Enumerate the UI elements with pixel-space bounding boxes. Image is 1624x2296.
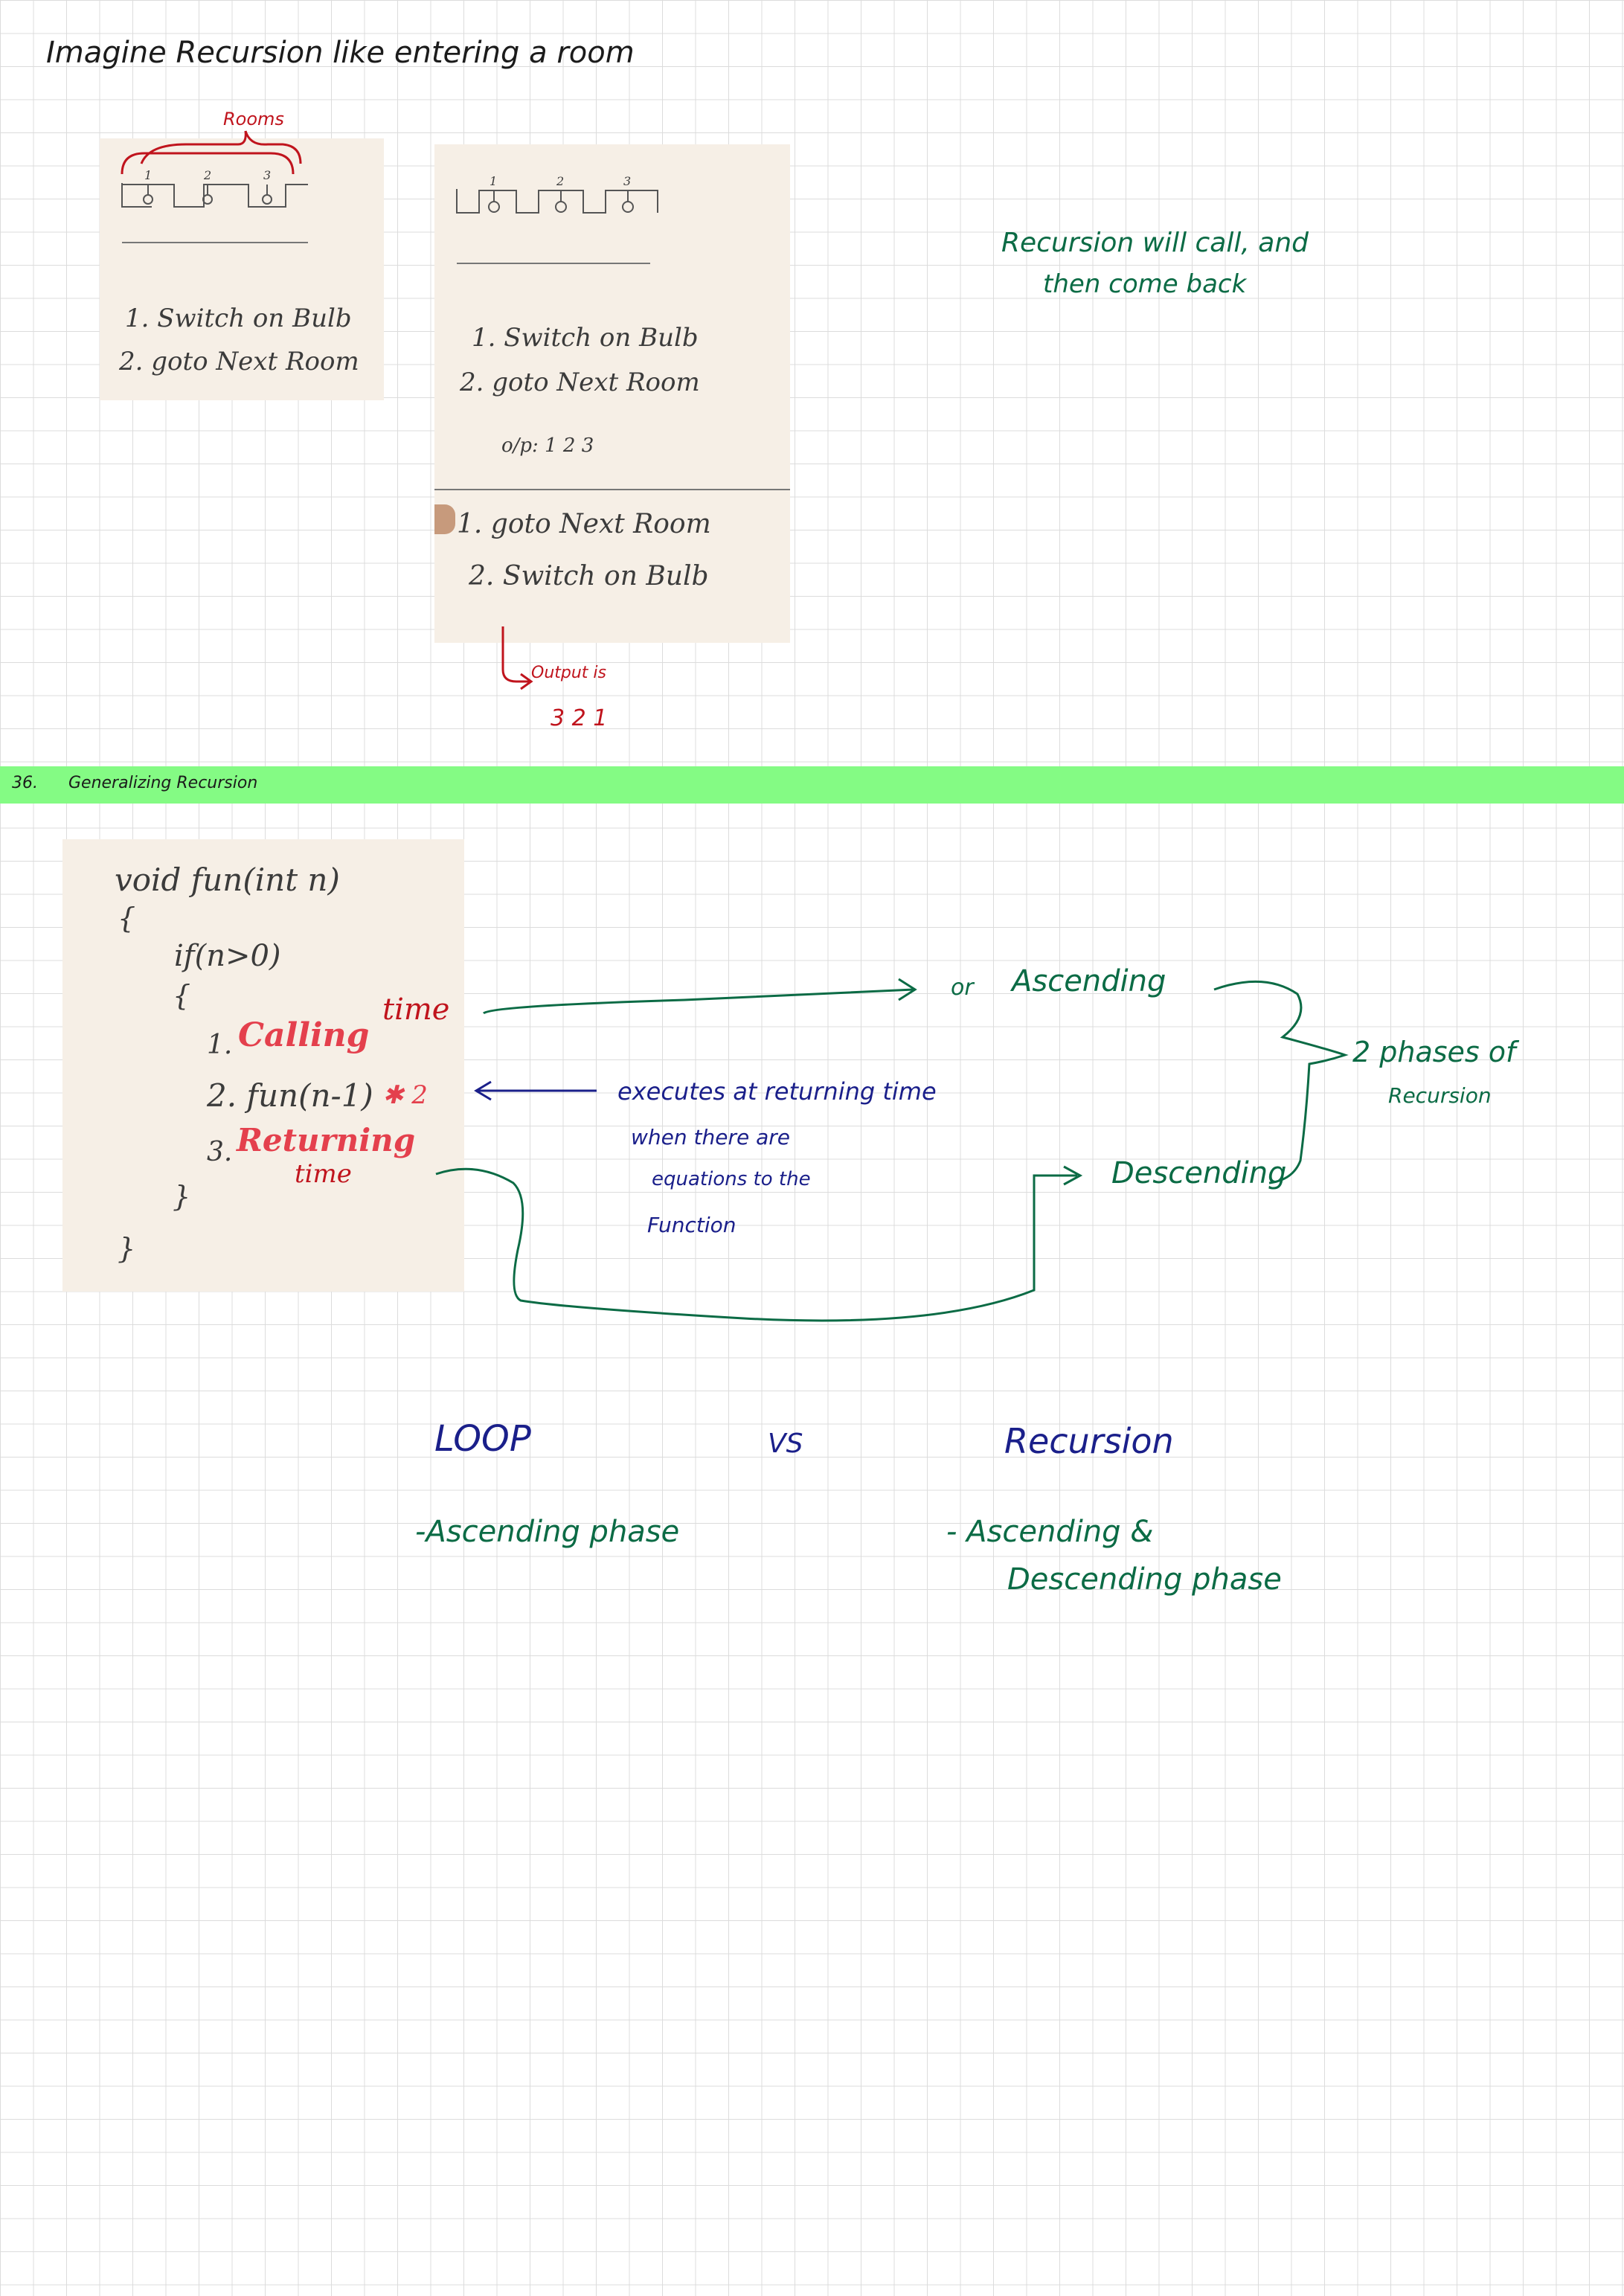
output-arrow-head xyxy=(520,673,533,690)
code-line-close-fn: } xyxy=(118,1232,136,1265)
photo2-step-a-1: 1. Switch on Bulb xyxy=(472,323,699,353)
returning-to-descending-path xyxy=(435,1167,1077,1322)
executes-note-line-1: executes at returning time xyxy=(617,1077,937,1106)
code-line-step-2: 2. fun(n-1) xyxy=(207,1077,373,1114)
code-photo: void fun(int n) { if(n>0) { 1. Calling t… xyxy=(62,839,464,1292)
room-number-3: 3 xyxy=(263,168,272,182)
recursion-note-line-2: then come back xyxy=(1043,269,1247,299)
code-calling-label: Calling xyxy=(238,1016,370,1054)
code-line-step-3: 3. xyxy=(207,1137,233,1167)
section-title: Generalizing Recursion xyxy=(68,774,258,792)
loop-heading: LOOP xyxy=(434,1418,531,1460)
code-line-open-brace: { xyxy=(118,902,136,934)
code-line-signature: void fun(int n) xyxy=(115,862,340,898)
section-banner: 36. Generalizing Recursion xyxy=(0,766,1624,804)
code-star-two: ✱ 2 xyxy=(382,1080,428,1110)
executes-note-line-3: equations to the xyxy=(652,1168,811,1190)
code-line-close-if: } xyxy=(173,1180,191,1213)
or-label: or xyxy=(951,975,974,1001)
rooms-photo-1: 1 2 3 1. Switch on Bulb 2. goto Next Roo… xyxy=(100,138,384,400)
recursion-heading: Recursion xyxy=(1004,1421,1174,1461)
photo2-output-a: o/p: 1 2 3 xyxy=(501,434,594,457)
pointing-finger xyxy=(434,504,455,534)
photo2-step-b-2: 2. Switch on Bulb xyxy=(469,561,709,591)
vs-label: VS xyxy=(768,1428,803,1459)
recursion-point-line-1: - Ascending & xyxy=(946,1515,1154,1549)
calling-to-ascending-arrow xyxy=(482,988,914,1015)
recursion-note-line-1: Recursion will call, and xyxy=(1001,228,1309,258)
executes-note-arrow-head xyxy=(474,1080,492,1101)
code-calling-time: time xyxy=(382,993,450,1027)
photo2-room-number-2: 2 xyxy=(556,174,565,188)
photo2-room-number-1: 1 xyxy=(490,174,498,188)
two-phases-line-1: 2 phases of xyxy=(1352,1036,1516,1068)
photo1-step-2: 2. goto Next Room xyxy=(119,347,359,376)
rooms-photo-2: 1 2 3 1. Switch on Bulb 2. goto Next Roo… xyxy=(434,144,790,643)
descending-label: Descending xyxy=(1111,1156,1287,1190)
photo2-room-number-3: 3 xyxy=(623,174,632,188)
photo2-step-a-2: 2. goto Next Room xyxy=(460,368,700,397)
code-line-if: if(n>0) xyxy=(174,939,281,973)
phases-brace xyxy=(1213,980,1349,1184)
recursion-point-line-2: Descending phase xyxy=(1007,1562,1282,1597)
output-is-label: Output is xyxy=(531,664,606,682)
section-number: 36. xyxy=(12,774,38,792)
photo1-step-1: 1. Switch on Bulb xyxy=(125,304,352,333)
code-line-if-brace: { xyxy=(173,979,191,1012)
code-returning-time: time xyxy=(295,1159,352,1189)
rooms-sketch-2 xyxy=(434,189,790,490)
code-returning-label: Returning xyxy=(237,1122,416,1158)
ascending-arrow-head xyxy=(898,978,917,1001)
executes-note-line-4: Function xyxy=(647,1213,736,1237)
descending-arrow-head xyxy=(1063,1165,1083,1186)
code-line-step-1: 1. xyxy=(207,1030,233,1060)
executes-note-line-2: when there are xyxy=(631,1125,791,1149)
ascending-label: Ascending xyxy=(1012,964,1166,998)
loop-point: -Ascending phase xyxy=(415,1515,680,1549)
room-number-2: 2 xyxy=(204,168,212,182)
output-value: 3 2 1 xyxy=(551,705,608,731)
rooms-label: Rooms xyxy=(223,109,284,129)
room-number-1: 1 xyxy=(144,168,153,182)
page-title: Imagine Recursion like entering a room xyxy=(46,36,635,70)
photo2-step-b-1: 1. goto Next Room xyxy=(457,509,711,539)
two-phases-line-2: Recursion xyxy=(1388,1083,1492,1108)
